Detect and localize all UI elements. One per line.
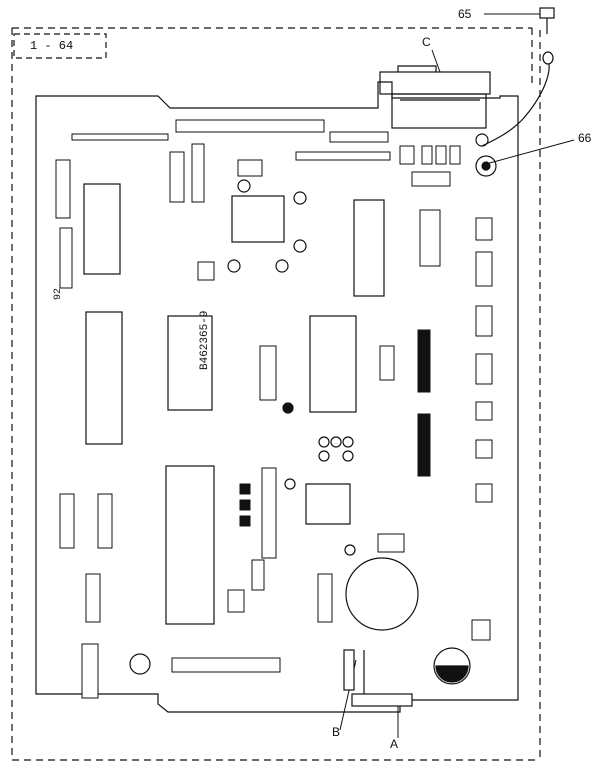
dashed-frame <box>11 27 541 761</box>
connector-a-b <box>343 649 413 707</box>
reference-label: 1 - 64 <box>30 39 74 53</box>
board-marking: B462365-9 <box>199 310 211 370</box>
standoff-66 <box>475 133 497 177</box>
resistor-networks <box>239 329 431 527</box>
callout-label-b: B <box>332 725 341 739</box>
side-marking: 92 <box>53 287 64 300</box>
round-components <box>129 179 471 685</box>
callout-label-65: 65 <box>458 7 472 21</box>
reference-box <box>13 33 107 59</box>
small-ics <box>55 143 493 699</box>
connector-c <box>379 65 491 129</box>
leader-66 <box>485 139 575 165</box>
large-ics <box>83 183 385 625</box>
board-outline <box>35 81 519 713</box>
screw-65 <box>481 7 555 147</box>
callout-label-a: A <box>390 737 399 751</box>
callout-label-66: 66 <box>578 131 592 145</box>
callout-label-c: C <box>422 35 431 49</box>
leader-c <box>431 49 441 73</box>
